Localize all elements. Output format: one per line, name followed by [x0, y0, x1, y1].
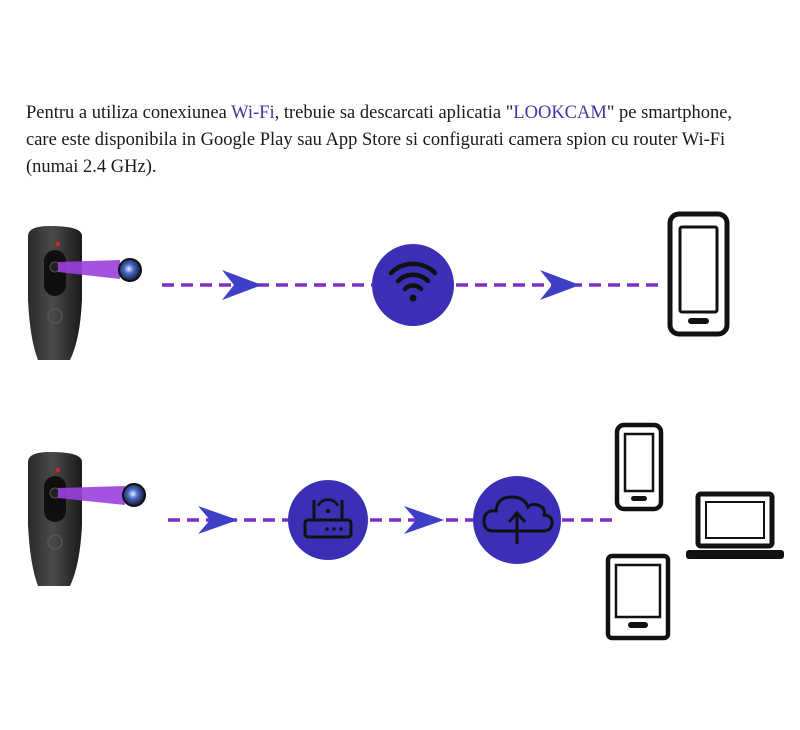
row-direct-wifi: [28, 211, 730, 360]
smartphone-icon: [667, 211, 730, 337]
intro-text: Pentru a utiliza conexiunea Wi-Fi, trebu…: [26, 100, 766, 181]
intro-text-part3: " pe smartphone, care este disponibila i…: [26, 103, 733, 177]
app-name: LOOKCAM: [513, 103, 607, 123]
cloud-upload-icon: [473, 476, 561, 564]
row-router-cloud: [28, 422, 784, 641]
arrow-icon: [198, 506, 238, 534]
arrow-icon: [540, 270, 580, 300]
laptop-icon: [686, 491, 784, 559]
arrow-icon: [404, 506, 444, 534]
smartphone-icon: [614, 422, 664, 512]
arrow-icon: [222, 270, 262, 300]
camera-icon: [28, 452, 146, 586]
router-icon: [288, 480, 368, 560]
camera-icon: [28, 226, 142, 360]
intro-text-part1: Pentru a utiliza conexiunea: [26, 103, 232, 123]
wifi-term: Wi-Fi: [231, 103, 275, 123]
wifi-icon: [372, 244, 454, 326]
tablet-icon: [605, 553, 671, 641]
intro-text-part2: , trebuie sa descarcati aplicatia ": [274, 103, 514, 123]
